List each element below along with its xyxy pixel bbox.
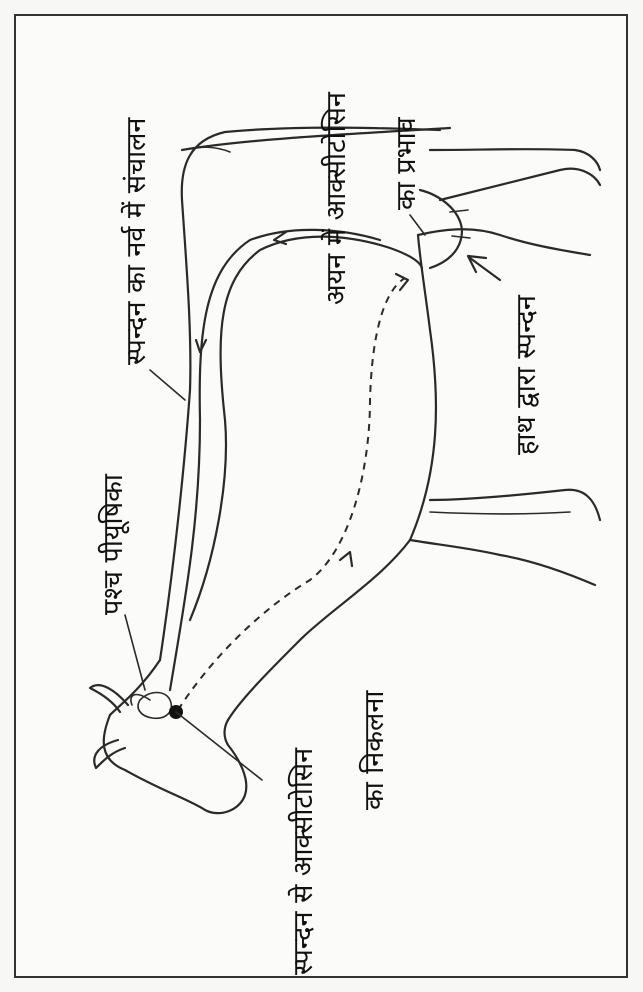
label-udder-effect-2: का प्रभाव [391, 116, 422, 210]
label-nerve-transmission: स्पन्दन का नर्व में संचालन [120, 117, 152, 365]
label-udder-effect-1: अयन में आक्सीटोसिन [320, 91, 352, 305]
label-oxytocin-release-1: स्पन्दन से आक्सीटोसिन [287, 747, 319, 975]
udder-leader-line [410, 215, 425, 235]
label-pituitary: पश्च पीयूषिका [97, 473, 130, 615]
oxytocin-bloodstream-path [178, 274, 408, 710]
hand-stimulation-arrow [468, 256, 500, 280]
pituitary-leader-line [125, 615, 145, 690]
pituitary-gland-marker [138, 693, 183, 720]
label-oxytocin-release-2: का निकलना [358, 690, 390, 810]
oxytocin-leader-line [176, 712, 262, 780]
label-hand-stimulation: हाथ द्वारा स्पन्दन [511, 294, 542, 455]
nerve-leader-line [150, 370, 185, 400]
